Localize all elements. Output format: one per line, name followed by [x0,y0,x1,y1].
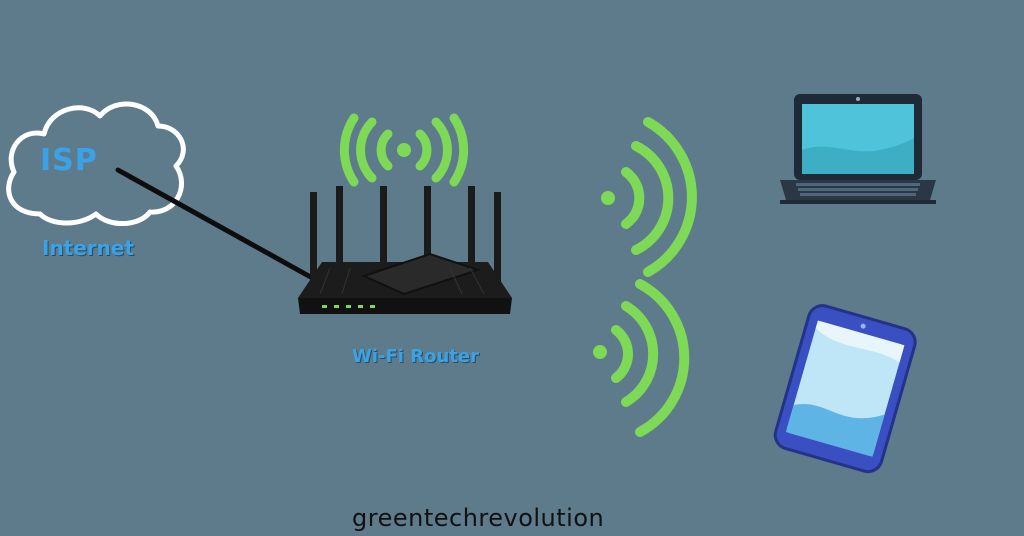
internet-label: Internet [42,236,135,260]
router-label: Wi-Fi Router [352,346,479,367]
watermark-text: greentechrevolution [352,504,605,532]
laptop-icon [780,94,936,204]
smartphone-icon [773,304,917,474]
isp-label: ISP [40,143,98,178]
internet-cable [115,167,319,283]
router-icon [298,186,512,314]
cloud-icon [6,101,186,227]
router-signal-icon [339,113,469,187]
wifi-signal-phone-icon [593,279,690,437]
wifi-signal-laptop-icon [601,117,697,277]
